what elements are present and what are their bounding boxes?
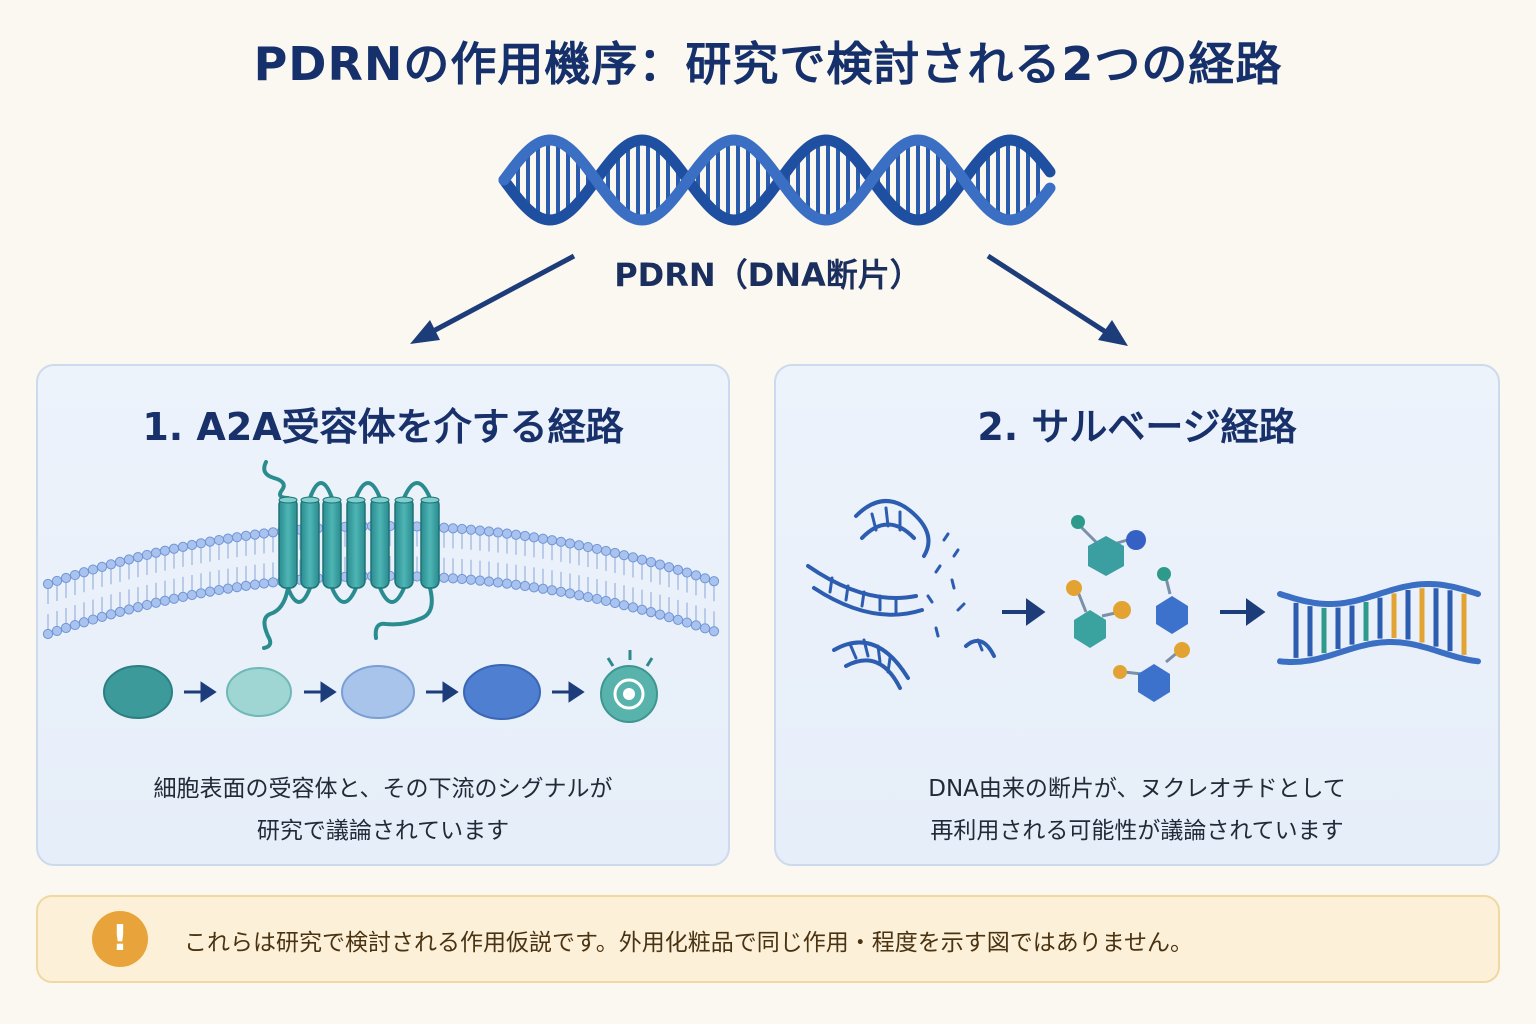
warning-icon: !: [92, 911, 148, 967]
down-left-arrow: [410, 253, 576, 344]
receptor-icon: [262, 460, 440, 650]
nucleotide-icon: [1066, 515, 1190, 702]
panel-a2a-pathway: 1. A2A受容体を介する経路: [36, 364, 730, 866]
signal-cascade-icon: [103, 650, 658, 723]
panel-title-salvage: 2. サルベージ経路: [977, 405, 1297, 449]
dna-header-graphic: [410, 134, 1128, 346]
arrow-2: [1220, 598, 1266, 626]
down-right-arrow: [986, 253, 1128, 346]
salvage-illustration: [806, 499, 1481, 702]
membrane-icon: [42, 520, 720, 640]
notice-text: これらは研究で検討される作用仮説です。外用化粧品で同じ作用・程度を示す図ではあり…: [184, 930, 1194, 956]
panel-title-a2a: 1. A2A受容体を介する経路: [142, 405, 624, 449]
dna-helix-icon: [498, 134, 1056, 226]
rebuilt-dna-icon: [1277, 581, 1481, 665]
dna-fragment-icon: [806, 499, 996, 690]
page-title: PDRNの作用機序：研究で検討される2つの経路: [253, 37, 1283, 91]
desc-line-2: 再利用される可能性が議論されています: [930, 818, 1344, 844]
arrow-1: [1002, 598, 1046, 626]
desc-line-2: 研究で議論されています: [256, 818, 510, 844]
desc-line-1: 細胞表面の受容体と、その下流のシグナルが: [153, 776, 613, 802]
desc-line-1: DNA由来の断片が、ヌクレオチドとして: [928, 776, 1346, 802]
disclaimer-notice: ! これらは研究で検討される作用仮説です。外用化粧品で同じ作用・程度を示す図では…: [36, 895, 1500, 983]
dna-label: PDRN（DNA断片）: [614, 256, 922, 294]
a2a-illustration: [42, 460, 720, 723]
panel-desc-salvage: DNA由来の断片が、ヌクレオチドとして 再利用される可能性が議論されています: [776, 768, 1498, 852]
panel-desc-a2a: 細胞表面の受容体と、その下流のシグナルが 研究で議論されています: [38, 768, 728, 852]
panel-salvage-pathway: 2. サルベージ経路: [774, 364, 1500, 866]
